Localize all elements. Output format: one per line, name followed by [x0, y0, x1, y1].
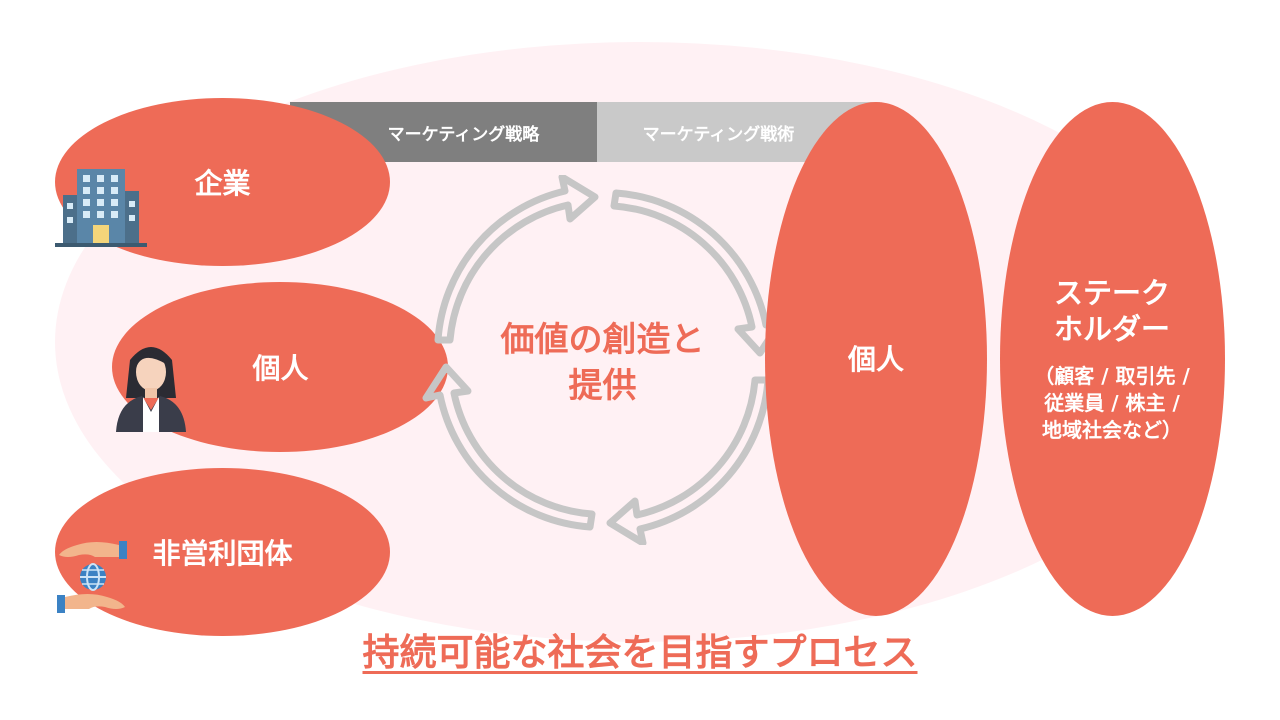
- hands-holding-globe-icon: [57, 541, 127, 613]
- value-creation-line1: 価値の創造と: [500, 320, 705, 360]
- nonprofit-label: 非営利団体: [152, 537, 293, 570]
- individual-right-oval: [765, 102, 987, 616]
- stakeholder-detail-line1: （顧客 / 取引先 /: [1034, 364, 1190, 388]
- stakeholder-title-line2: ホルダー: [1053, 312, 1170, 347]
- individual-left-label: 個人: [252, 352, 309, 385]
- stakeholder-detail-line3: 地域社会など）: [1042, 418, 1182, 442]
- stakeholder-title-line1: ステーク: [1053, 276, 1170, 310]
- company-label: 企業: [194, 167, 251, 200]
- marketing-strategy-label: マーケティング戦略: [387, 124, 540, 145]
- marketing-tactics-label: マーケティング戦術: [642, 124, 795, 145]
- value-creation-text: 価値の創造と 提供: [470, 318, 735, 410]
- office-building-icon: [55, 169, 147, 247]
- stakeholder-detail-line2: 従業員 / 株主 /: [1044, 391, 1180, 415]
- value-cycle-arrows: [422, 175, 784, 545]
- individual-right-label: 個人: [847, 343, 904, 376]
- page-title: 持続可能な社会を目指すプロセス: [362, 631, 918, 674]
- stakeholder-oval: [1000, 102, 1225, 616]
- value-creation-line2: 提供: [568, 365, 637, 406]
- stakeholder-title: ステーク ホルダー: [1012, 275, 1212, 348]
- stakeholder-detail: （顧客 / 取引先 / 従業員 / 株主 / 地域社会など）: [1012, 363, 1212, 444]
- businesswoman-icon: [116, 347, 186, 432]
